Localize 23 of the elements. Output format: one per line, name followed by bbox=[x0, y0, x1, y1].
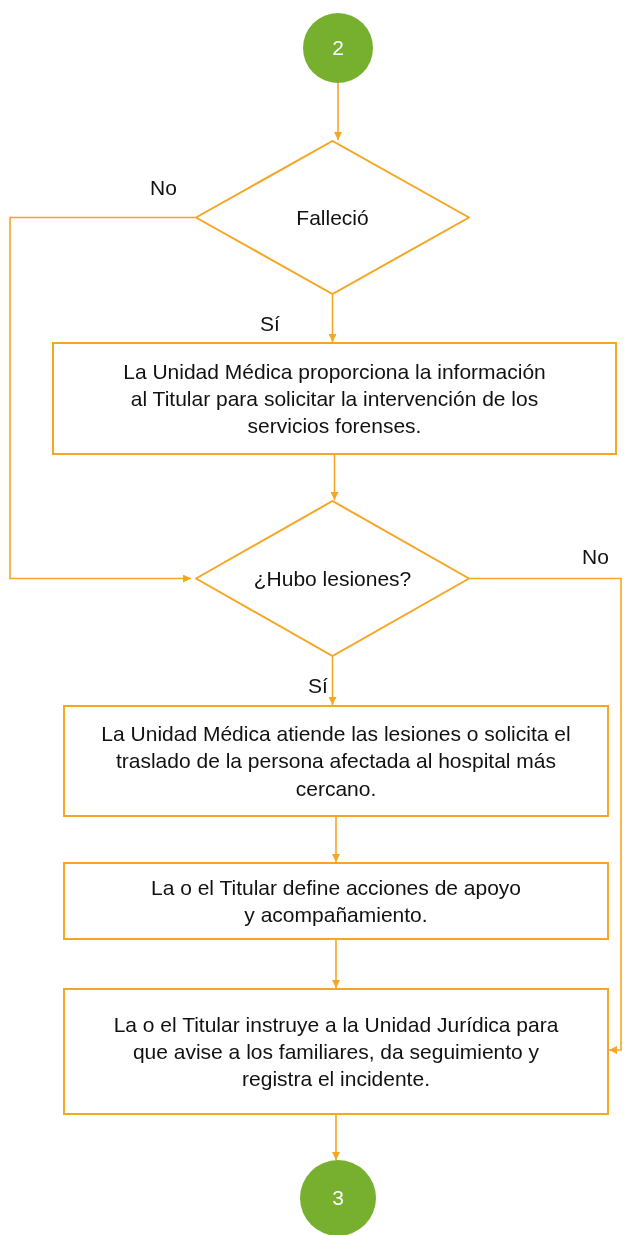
arrow bbox=[332, 816, 340, 863]
arrow bbox=[328, 294, 337, 343]
step-text: La Unidad Médica atiende las lesiones o solicita el traslado de la persona afectada al hospital más cercano. bbox=[100, 721, 572, 802]
arrow bbox=[332, 939, 340, 989]
step-number: 2 bbox=[332, 35, 344, 62]
step-text: La o el Titular instruye a la Unidad Jurídica para que avise a los familiares, da seguimiento y registra el incidente. bbox=[112, 1011, 560, 1093]
decision-text: ¿Hubo lesiones? bbox=[253, 565, 412, 592]
process-box bbox=[63, 988, 609, 1115]
process-box bbox=[52, 342, 617, 455]
arrow bbox=[332, 1114, 340, 1161]
step-text: La o el Titular define acciones de apoyo y acompañamiento. bbox=[149, 874, 523, 928]
step-number: 3 bbox=[332, 1185, 344, 1212]
decision-diamond bbox=[195, 500, 470, 657]
arrow bbox=[330, 454, 339, 501]
step-text: La Unidad Médica proporciona la información al Titular para solicitar la intervención de los servicios forenses. bbox=[122, 358, 547, 440]
process-box bbox=[63, 705, 609, 817]
arrow bbox=[469, 577, 622, 1054]
process-box bbox=[63, 862, 609, 940]
arrow bbox=[328, 656, 337, 706]
arrow bbox=[9, 216, 196, 583]
decision-text: Falleció bbox=[296, 204, 369, 231]
arrow bbox=[334, 82, 342, 141]
decision-diamond bbox=[195, 140, 470, 295]
